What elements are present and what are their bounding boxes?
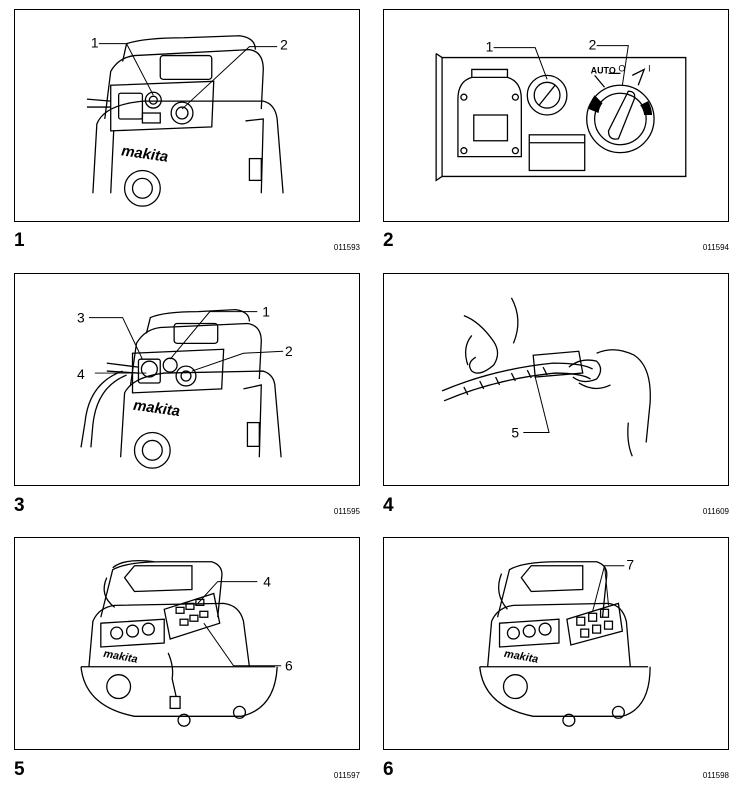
callout-label: 1 [486, 39, 494, 55]
figure-number: 4 [383, 495, 394, 516]
callout-label: 3 [77, 310, 85, 326]
callout-label: 6 [285, 658, 293, 674]
figure-code: 011593 [333, 243, 360, 252]
switch-label-auto: AUTO [591, 65, 616, 75]
brand-logo: makita [132, 398, 181, 420]
callout-label: 2 [285, 343, 293, 359]
figure-5-panel: makita 4 6 [14, 537, 360, 750]
callout-label: 5 [511, 424, 519, 440]
callout-label: 4 [77, 366, 85, 382]
figure-number: 3 [14, 495, 25, 516]
figure-code: 011595 [333, 507, 360, 516]
figure-1-illustration: makita 1 2 [86, 35, 288, 207]
callout-label: 4 [263, 574, 271, 590]
figure-4-illustration: 5 [441, 297, 651, 457]
brand-logo: makita [503, 648, 539, 666]
figure-code: 011597 [333, 771, 360, 780]
figure-6-panel: makita 7 [383, 537, 729, 750]
figure-6-illustration: makita 7 [479, 557, 651, 727]
figure-code: 011594 [702, 243, 729, 252]
callout-label: 7 [626, 557, 634, 573]
switch-label-off: O [618, 63, 625, 73]
callout-label: 1 [262, 304, 270, 320]
switch-label-on: I [648, 63, 650, 73]
figure-number: 1 [14, 230, 25, 251]
figure-4-panel: 5 [383, 273, 729, 486]
figure-number: 2 [383, 230, 394, 251]
figure-1-panel: makita 1 2 [14, 9, 360, 222]
figure-2-illustration: AUTO O I 1 2 [435, 37, 687, 182]
figure-2-panel: AUTO O I 1 2 [383, 9, 729, 222]
callout-label: 2 [280, 37, 288, 53]
figure-number: 6 [383, 759, 394, 780]
brand-logo: makita [120, 143, 169, 165]
figure-code: 011609 [702, 507, 729, 516]
figure-5-illustration: makita 4 6 [80, 560, 293, 727]
brand-logo: makita [102, 648, 138, 666]
figure-code: 011598 [702, 771, 729, 780]
callout-label: 2 [589, 37, 597, 53]
callout-label: 1 [91, 35, 99, 51]
figure-3-panel: makita 3 1 4 2 [14, 273, 360, 486]
figure-number: 5 [14, 759, 25, 780]
figure-3-illustration: makita 3 1 4 2 [77, 304, 293, 469]
